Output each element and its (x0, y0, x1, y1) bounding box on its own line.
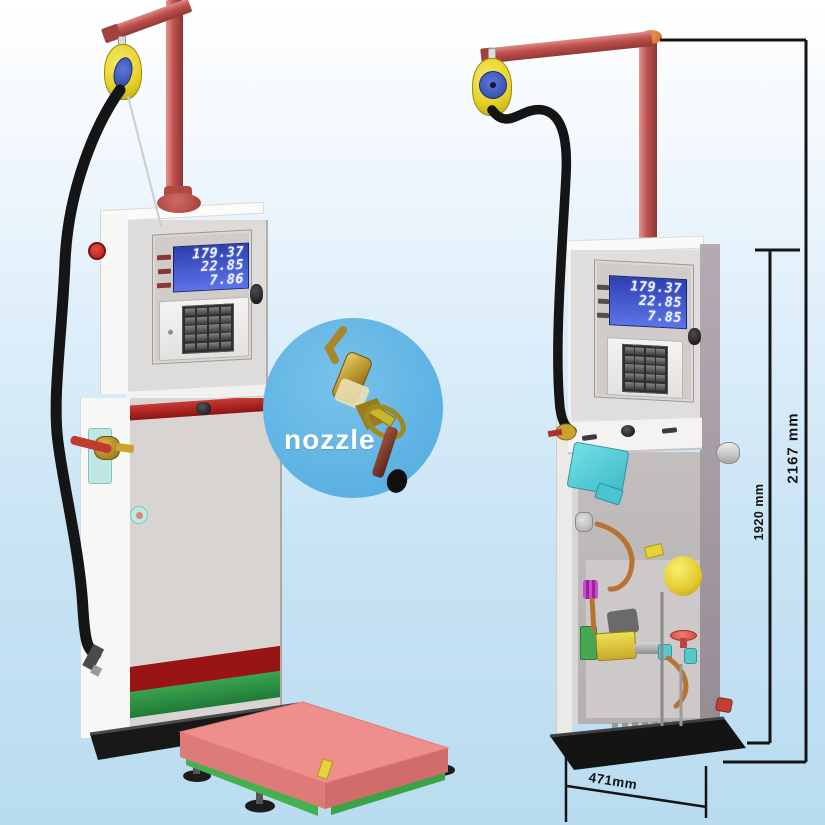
scale-frame-green-left (186, 756, 318, 816)
right-boom-post (639, 38, 657, 250)
nozzle-illustration (324, 326, 408, 493)
left-head-lock (250, 284, 263, 304)
copper-loop-pipe (594, 521, 635, 592)
nozzle-handle-knob (386, 469, 408, 493)
platform-scale (178, 701, 455, 816)
left-lower-lock (196, 402, 211, 415)
left-estop-button (88, 242, 106, 260)
nozzle-spout (324, 326, 347, 364)
right-side-face (700, 244, 720, 742)
scale-top-plate (178, 701, 450, 784)
teal-fitting-b (684, 648, 697, 664)
scale-foot-2 (245, 799, 275, 813)
left-lower-front-face (130, 398, 282, 738)
right-open-left-frame (556, 414, 572, 740)
red-valve-stem (680, 638, 687, 648)
right-copper-pipes (589, 521, 689, 726)
gray-valve-knob (575, 512, 593, 532)
nozzle-guard-ring (364, 404, 406, 440)
right-inlet-red-clamp (547, 428, 563, 438)
scale-side-left (180, 732, 325, 809)
magenta-valve (583, 580, 598, 599)
copper-drop-pipe (589, 597, 597, 633)
left-hose-cable (127, 95, 162, 227)
left-head-side-face (100, 214, 128, 394)
dim-label-total-height: 2167 mm (784, 412, 802, 484)
left-hose-fitting (82, 643, 105, 671)
nozzle-handle (372, 426, 398, 478)
nozzle-collar (334, 378, 370, 410)
right-cabinet-base (549, 716, 746, 770)
side-test-port (716, 442, 740, 464)
dim-label-cabinet-height: 1920 mm (752, 483, 766, 541)
left-side-fitting-dot (136, 512, 143, 519)
dimension-471 (564, 752, 708, 822)
scale-foot-1 (183, 770, 211, 782)
left-boom-post (166, 0, 183, 200)
left-delivery-hose (50, 84, 126, 660)
right-head-lock (688, 328, 701, 345)
left-post-flange (157, 193, 201, 213)
scale-side-right (325, 748, 448, 809)
dimension-2167 (660, 38, 808, 764)
left-hose-tip (90, 664, 103, 677)
right-shelf-knob (621, 425, 635, 437)
scale-indicator-tag (316, 758, 334, 780)
left-hose-group (50, 84, 162, 677)
nozzle-callout-circle: nozzle (263, 318, 443, 498)
nozzle-callout-label: nozzle (284, 424, 376, 455)
right-delivery-hose (487, 104, 577, 436)
right-reel-hub (490, 82, 496, 88)
right-hose-group (487, 104, 577, 441)
dimension-1920 (747, 248, 800, 745)
yellow-sphere-dome (664, 556, 702, 596)
scale-frame-green-right (331, 771, 445, 815)
